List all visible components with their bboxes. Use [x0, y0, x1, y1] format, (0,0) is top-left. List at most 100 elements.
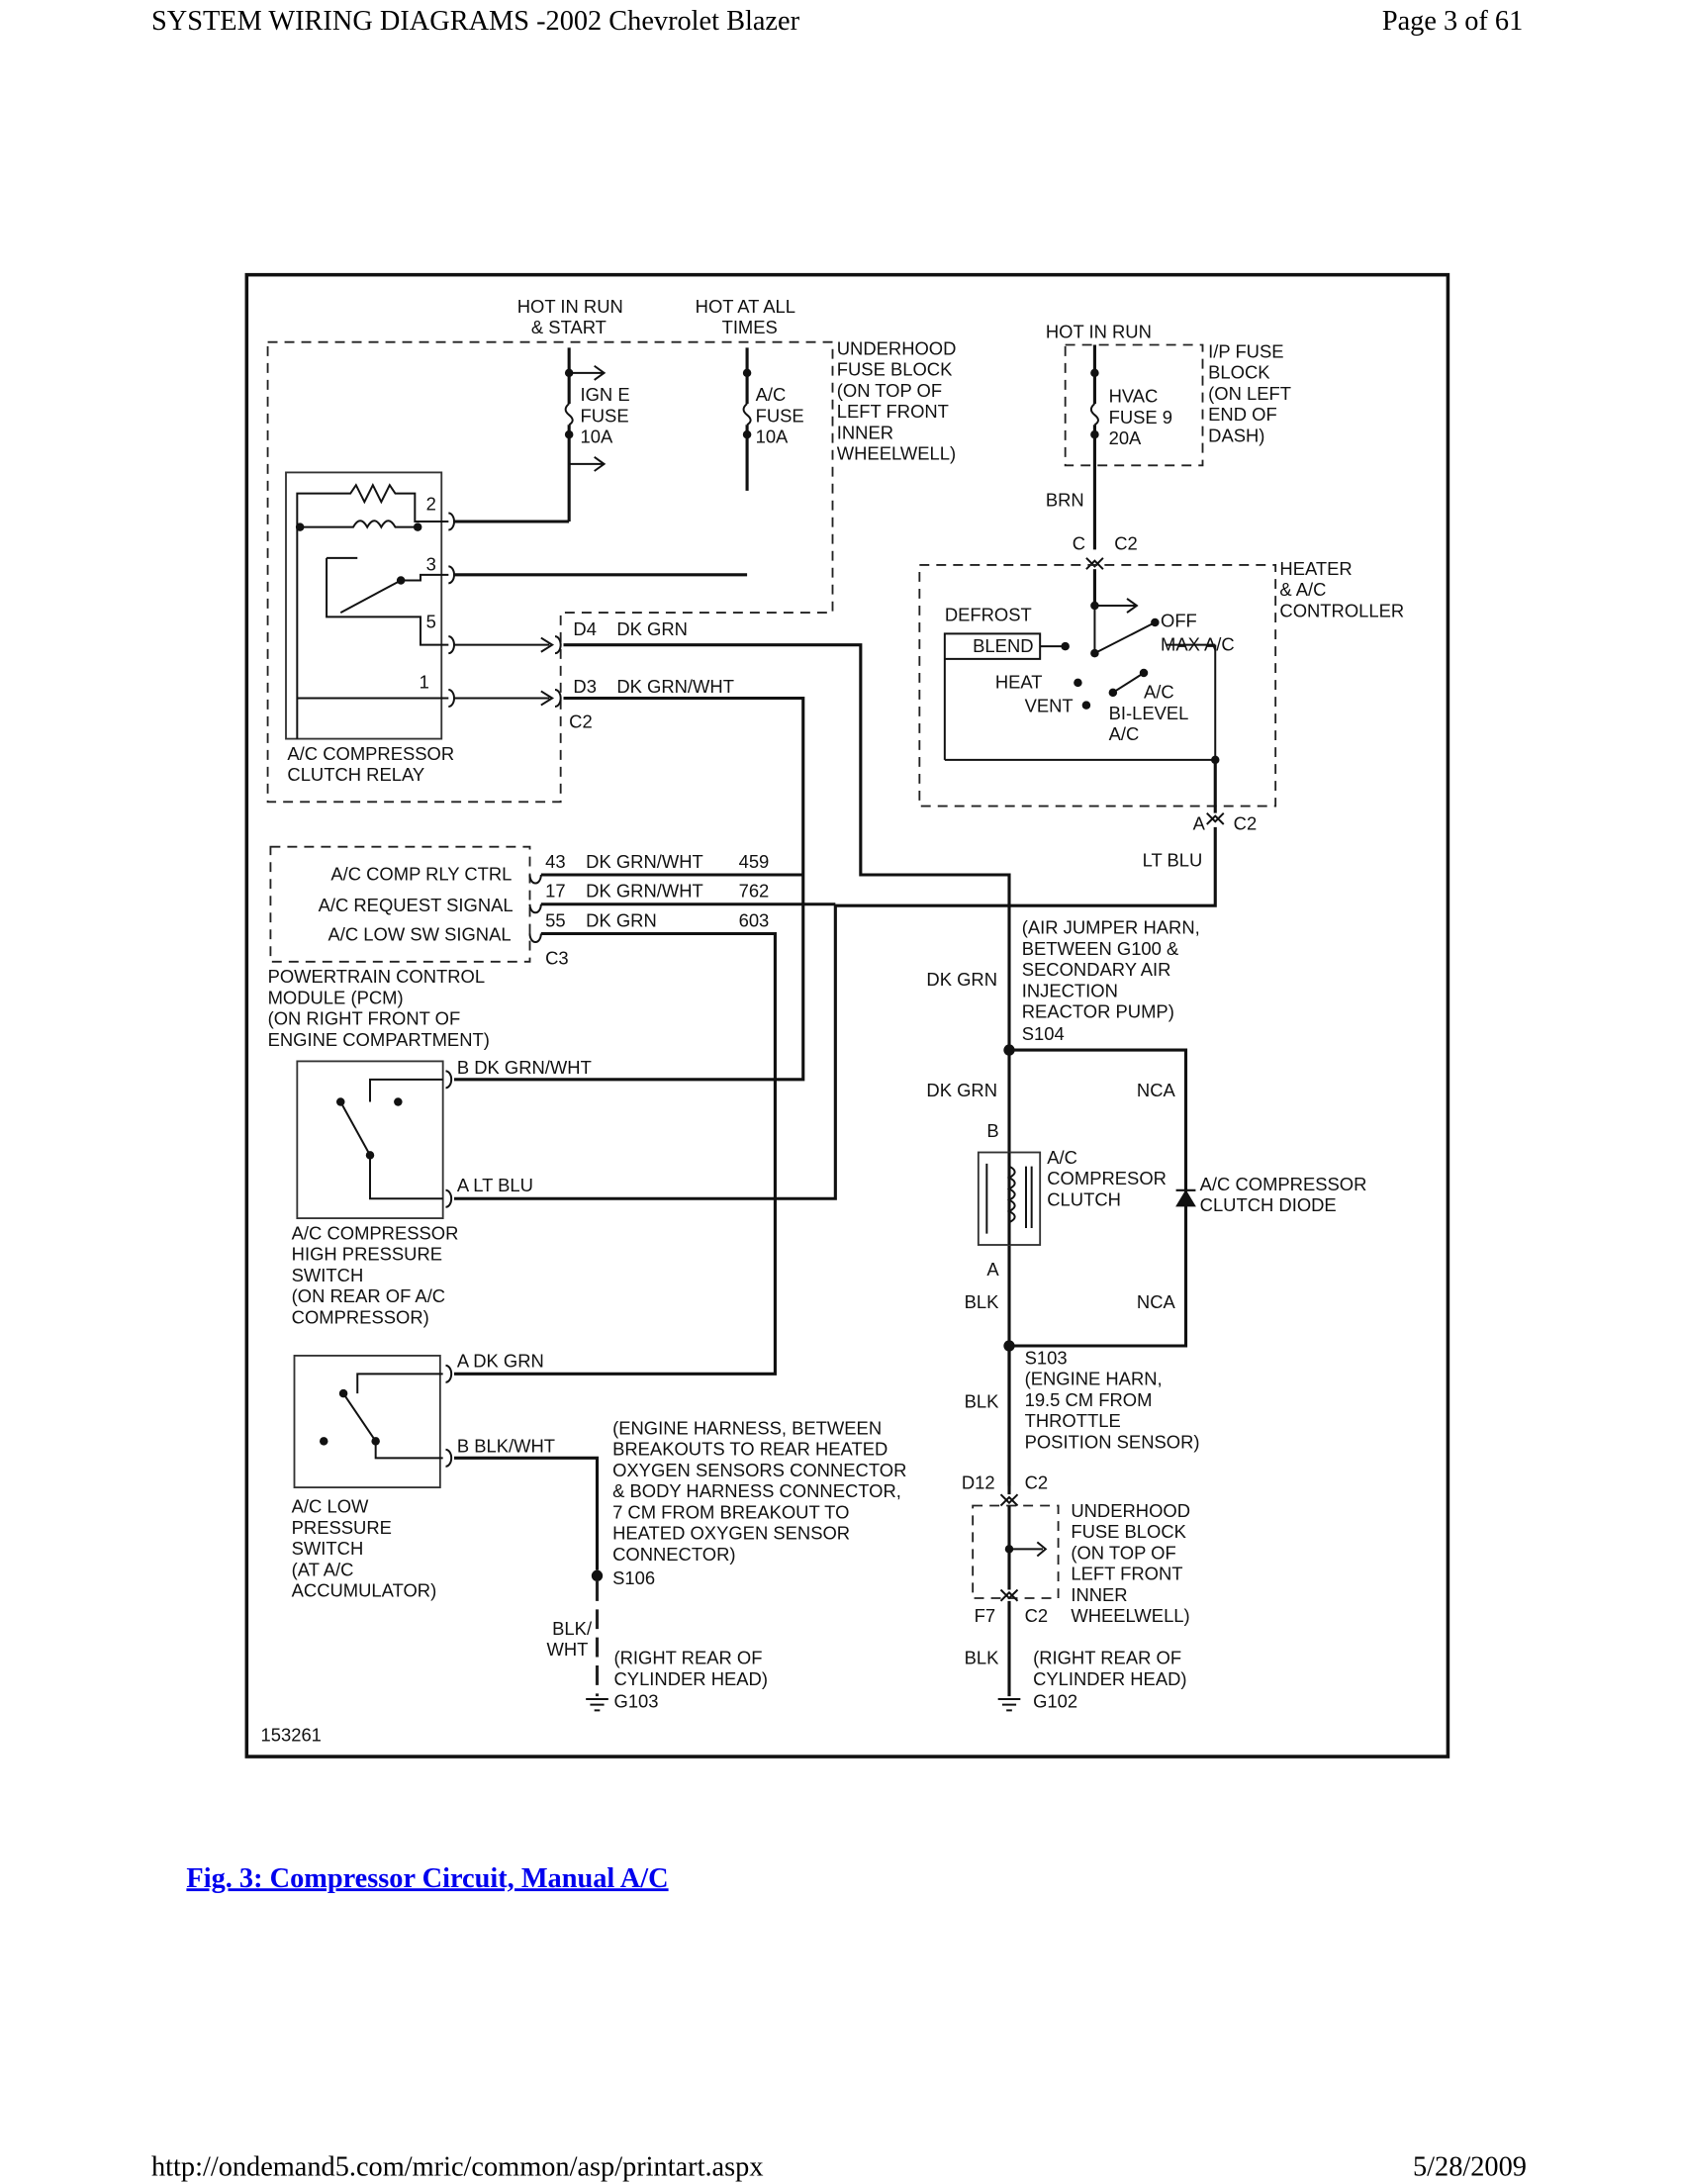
label-line: S103 — [1025, 1347, 1068, 1368]
label-line: COMPRESSOR) — [292, 1306, 429, 1327]
pin-f7: F7 — [975, 1605, 995, 1626]
clutch-pin-b: B — [986, 1120, 998, 1141]
position-bilevel-ac: A/C — [1109, 723, 1140, 744]
page-footer-date: 5/28/2009 — [1413, 2151, 1527, 2183]
clutch-coil — [985, 1152, 1033, 1246]
ip-fuse-block-outline — [1064, 343, 1204, 467]
signal-name: A/C COMP RLY CTRL — [330, 864, 512, 885]
connector-c2-symbol — [1085, 557, 1104, 570]
label-line: (ON TOP OF — [1071, 1542, 1175, 1563]
connector-c2-label: C2 — [1114, 532, 1138, 553]
splice-s104-label: S104 — [1022, 1023, 1065, 1044]
wire-color-label: DK GRN/WHT — [616, 676, 734, 697]
pin-number: 43 — [545, 851, 565, 872]
label-line: 10A — [581, 427, 613, 447]
wire-color-label: DK GRN — [616, 618, 688, 639]
ign-e-fuse: IGN E FUSE 10A — [564, 347, 630, 522]
label-line: (ON RIGHT FRONT OF — [268, 1008, 461, 1029]
high-pressure-pin-a: A LT BLU — [457, 1175, 533, 1195]
position-ac: A/C — [1144, 682, 1174, 703]
underhood-fuse-block-outline — [266, 340, 834, 804]
label-line: BREAKOUTS TO REAR HEATED — [612, 1439, 888, 1460]
label-line: REACTOR PUMP) — [1022, 1001, 1174, 1022]
label-line: (ENGINE HARNESS, BETWEEN — [612, 1417, 882, 1438]
label-line: BETWEEN G100 & — [1022, 938, 1179, 959]
diode-label: A/C COMPRESSOR CLUTCH DIODE — [1200, 1174, 1367, 1215]
wire-blk-wht-label: WHT — [547, 1639, 589, 1660]
high-pressure-switch-body — [296, 1060, 444, 1220]
low-pressure-switch-body — [293, 1354, 441, 1489]
ground-g102-location: (RIGHT REAR OF — [1033, 1648, 1181, 1668]
pcm-label: POWERTRAIN CONTROL MODULE (PCM) (ON RIGH… — [268, 966, 490, 1050]
underhood-fuse-block-2-outline — [972, 1504, 1060, 1599]
wire-blk-wht-label: BLK/ — [552, 1618, 593, 1639]
page-header-title: SYSTEM WIRING DIAGRAMS -2002 Chevrolet B… — [151, 5, 800, 37]
ground-g103-icon — [586, 1698, 608, 1712]
relay-feed-wires — [454, 520, 748, 577]
label-line: & A/C — [1279, 579, 1326, 600]
label-line: HIGH PRESSURE — [292, 1244, 442, 1265]
signal-name: A/C LOW SW SIGNAL — [328, 924, 512, 945]
label-line: A/C — [756, 384, 787, 405]
label-line: HEATER — [1279, 558, 1352, 579]
label-line: BLOCK — [1208, 362, 1270, 383]
feed-hot-run-start: HOT IN RUN & START — [517, 296, 623, 337]
ground-g102-label: G102 — [1033, 1691, 1077, 1712]
circuit-number: 459 — [739, 851, 770, 872]
pin-label: D4 — [573, 618, 597, 639]
label-line: WHEELWELL) — [837, 443, 956, 464]
label-line: FUSE 9 — [1109, 407, 1172, 427]
label-line: FUSE — [581, 405, 629, 426]
pcm-signal-row: A/C COMP RLY CTRL 43 DK GRN/WHT 459 — [330, 851, 769, 885]
low-pressure-switch-internals — [320, 1364, 453, 1468]
underhood-fuse-block-2-internals — [999, 1493, 1048, 1602]
connector-label: C2 — [569, 711, 593, 731]
wire-color: DK GRN — [586, 909, 657, 930]
relay-label-line: CLUTCH RELAY — [287, 764, 424, 785]
label-line: (AIR JUMPER HARN, — [1022, 917, 1200, 938]
relay-pin-2: 2 — [426, 494, 436, 515]
wire-blk-label: BLK — [965, 1291, 1000, 1312]
relay-body — [285, 471, 443, 740]
label-line: (AT A/C — [292, 1559, 354, 1579]
label-line: CONNECTOR) — [612, 1544, 735, 1565]
wire-dk-grn-label: DK GRN — [926, 1080, 997, 1100]
label-line: A/C COMPRESSOR — [292, 1222, 459, 1243]
pcm-connector-symbol — [528, 874, 542, 943]
low-pressure-switch-label: A/C LOW PRESSURE SWITCH (AT A/C ACCUMULA… — [292, 1496, 437, 1601]
wire-dk-grn-d4 — [563, 643, 1011, 1486]
pcm-connector-c3: C3 — [545, 948, 569, 969]
figure-caption-link[interactable]: Fig. 3: Compressor Circuit, Manual A/C — [186, 1862, 669, 1894]
label-line: SWITCH — [292, 1538, 364, 1559]
heater-controller-label: HEATER & A/C CONTROLLER — [1279, 558, 1404, 621]
label-line: COMPRESOR — [1047, 1168, 1167, 1188]
pcm-wires — [454, 873, 836, 1376]
position-bilevel: BI-LEVEL — [1109, 703, 1189, 723]
hvac-fuse: HVAC FUSE 9 20A — [1089, 344, 1172, 550]
position-vent: VENT — [1025, 696, 1074, 716]
connector-pin-a: A — [1193, 813, 1206, 834]
label-line: OXYGEN SENSORS CONNECTOR — [612, 1460, 906, 1480]
relay-label-line: A/C COMPRESSOR — [287, 743, 454, 764]
heater-controller-outline — [918, 563, 1277, 807]
feed-hot-run: HOT IN RUN — [1046, 321, 1152, 341]
pin-d12: D12 — [962, 1472, 995, 1493]
circuit-number: 762 — [739, 881, 770, 902]
label-line: SECONDARY AIR — [1022, 959, 1171, 980]
label-line: HVAC — [1109, 386, 1159, 407]
pin-number: 17 — [545, 881, 565, 902]
ground-g102-location: CYLINDER HEAD) — [1033, 1668, 1186, 1689]
connector-c2-bottom-label: C2 — [1234, 813, 1258, 834]
label-line: POWERTRAIN CONTROL — [268, 966, 486, 987]
label-line: FUSE BLOCK — [1071, 1521, 1186, 1542]
feed-label-line: & START — [531, 317, 607, 337]
pin-label: D3 — [573, 676, 597, 697]
label-line: ACCUMULATOR) — [292, 1580, 437, 1601]
label-line: CONTROLLER — [1279, 600, 1404, 620]
label-line: (ON TOP OF — [837, 380, 942, 401]
label-line: 7 CM FROM BREAKOUT TO — [612, 1501, 849, 1522]
label-line: FUSE BLOCK — [837, 359, 953, 380]
ground-g103-location: CYLINDER HEAD) — [614, 1668, 768, 1689]
